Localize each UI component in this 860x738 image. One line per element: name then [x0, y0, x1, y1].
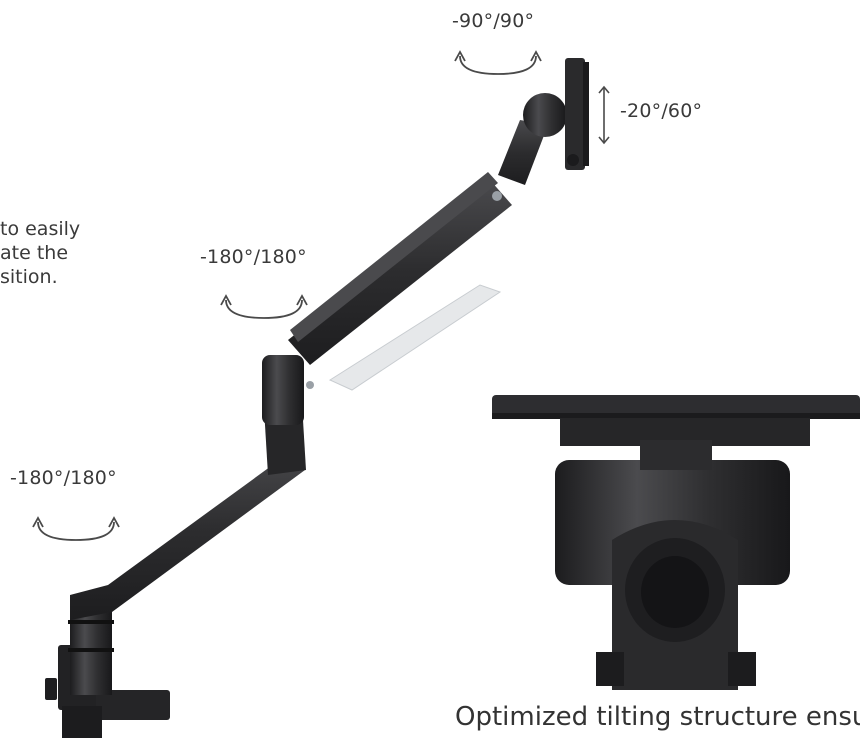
head-link: [498, 93, 567, 185]
upper-arm-rotation-label: -180°/180°: [200, 246, 307, 268]
cable-cover: [328, 284, 502, 391]
tilt-mechanism-closeup: [492, 395, 860, 690]
base-rotation-label: -180°/180°: [10, 467, 117, 489]
rotate-arrow-icon: [32, 516, 120, 541]
vertical-double-arrow-icon: [598, 85, 610, 145]
description-line-3: sition.: [0, 266, 58, 288]
upper-arm: [288, 172, 512, 365]
rotate-arrow-icon: [454, 50, 542, 75]
description-line-1: to easily: [0, 218, 81, 240]
rotate-arrow-icon: [220, 294, 308, 319]
closeup-caption: Optimized tilting structure ensur: [455, 702, 860, 732]
vesa-plate: [565, 58, 589, 170]
description-line-2: ate the: [0, 242, 69, 264]
head-rotation-label: -90°/90°: [452, 10, 535, 32]
tilt-label: -20°/60°: [620, 100, 703, 122]
